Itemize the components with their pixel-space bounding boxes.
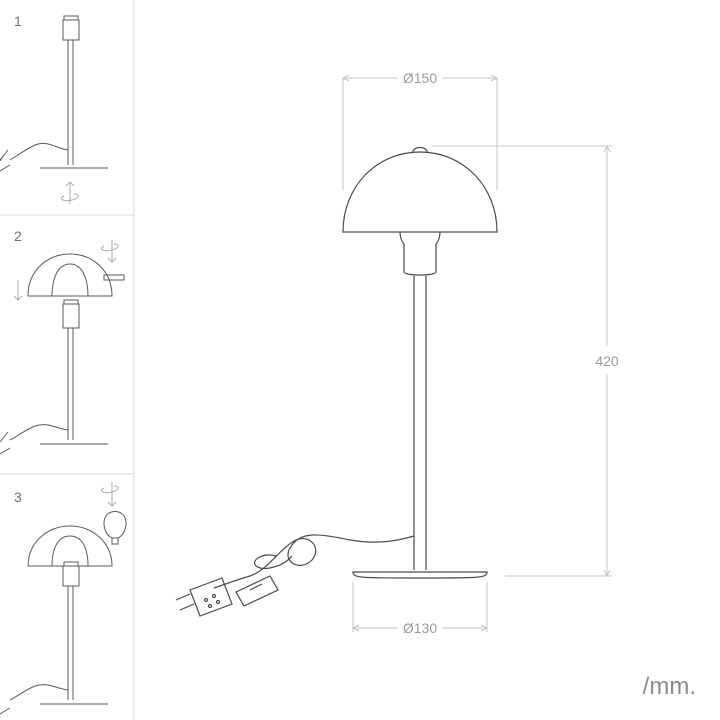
shade-finial <box>412 146 428 153</box>
lamp-shade <box>342 151 498 233</box>
rotate-arrow-icon <box>101 240 119 263</box>
step-2-cable <box>0 424 69 455</box>
unit-label: /mm. <box>643 673 696 700</box>
dimension-lines: Ø150 420 Ø130 <box>342 70 619 636</box>
base-diameter-label: Ø130 <box>403 620 437 636</box>
step-2-socket <box>62 299 80 329</box>
step-3-shade <box>27 525 113 567</box>
rotate-arrow-icon <box>61 181 79 204</box>
steps-panel: 1 2 <box>0 0 135 720</box>
plug-dot <box>203 597 209 603</box>
base-diameter-dim <box>352 582 488 632</box>
lamp-stem <box>413 276 427 570</box>
height-label: 420 <box>595 353 619 369</box>
lamp-drawing <box>175 146 498 617</box>
cable-coil <box>254 554 293 569</box>
step-2-panel: 2 <box>0 228 125 455</box>
lamp-cable <box>213 534 415 589</box>
switch-toggle <box>249 583 263 591</box>
plug-dot <box>215 599 221 605</box>
step-2-shade <box>27 253 113 297</box>
lamp-socket <box>399 231 441 276</box>
step-3-shade-inner <box>51 535 89 567</box>
step-1-socket <box>62 15 80 41</box>
step-1-cable <box>0 142 69 172</box>
height-dim <box>432 145 612 577</box>
step-3-pole <box>67 586 74 700</box>
rotate-arrow-icon <box>101 482 119 507</box>
step-2-ring <box>103 274 125 281</box>
step-3-panel: 3 <box>0 482 127 715</box>
step-3-cable <box>0 684 69 715</box>
plug-pins <box>175 593 195 611</box>
shade-diameter-dim <box>342 74 498 190</box>
step-3-socket <box>62 561 80 587</box>
step-1-pole <box>67 40 74 165</box>
step-2-pole <box>67 328 74 440</box>
plug-dot <box>207 603 213 609</box>
lamp-base <box>352 571 488 579</box>
inline-switch <box>235 575 279 607</box>
shade-diameter-label: Ø150 <box>403 70 437 86</box>
step-number-3: 3 <box>14 489 22 505</box>
plug-dot <box>211 593 217 599</box>
step-1-panel: 1 <box>0 13 108 204</box>
step-number-1: 1 <box>14 13 22 29</box>
bulb-icon <box>103 511 127 545</box>
step-number-2: 2 <box>14 228 22 244</box>
down-arrow-icon <box>13 280 23 301</box>
plug-body <box>189 577 233 617</box>
step-2-shade-inner <box>51 263 89 297</box>
